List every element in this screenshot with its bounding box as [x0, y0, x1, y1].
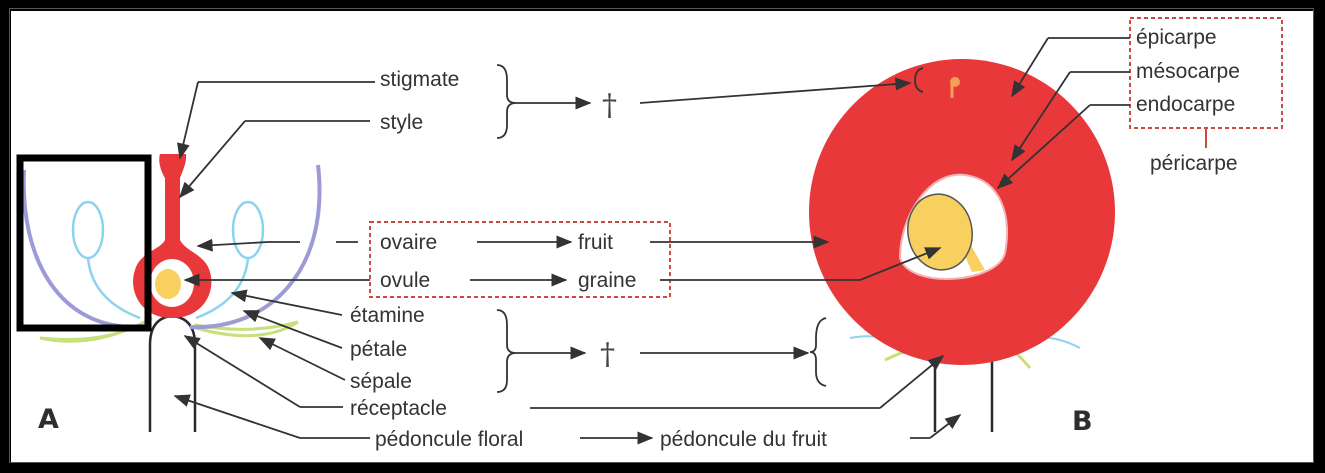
brace-floral-parts — [497, 310, 516, 392]
label-mesocarpe: mésocarpe — [1136, 60, 1240, 83]
stamen-left-filament — [88, 258, 140, 318]
dried-stigma — [950, 77, 960, 87]
label-graine: graine — [578, 269, 636, 292]
label-petale: pétale — [350, 338, 407, 361]
panel-label-a: A — [38, 404, 59, 435]
label-receptacle: réceptacle — [350, 397, 447, 420]
petal-left — [24, 170, 140, 327]
label-pericarpe: péricarpe — [1150, 152, 1238, 175]
label-ovule: ovule — [380, 269, 430, 292]
label-ovaire: ovaire — [380, 231, 437, 254]
dagger-bottom: † — [600, 337, 615, 372]
dagger-top: † — [602, 88, 617, 123]
fruit-drawing — [809, 59, 1115, 432]
label-style: style — [380, 111, 423, 134]
label-pedoncule-floral: pédoncule floral — [375, 428, 523, 451]
label-sepale: sépale — [350, 370, 412, 393]
floral-peduncle — [150, 316, 195, 432]
stamen-right-anther — [233, 202, 263, 258]
label-fruit: fruit — [578, 231, 613, 254]
ovule — [155, 269, 181, 299]
brace-fruit-bottom — [810, 318, 826, 386]
panel-label-b: B — [1072, 406, 1093, 437]
stamen-left-anther — [73, 202, 103, 258]
label-etamine: étamine — [350, 304, 425, 327]
label-pedoncule-fruit: pédoncule du fruit — [660, 428, 827, 451]
sepal-right — [196, 322, 298, 336]
label-stigmate: stigmate — [380, 68, 459, 91]
highlight-box — [20, 158, 148, 328]
label-endocarpe: endocarpe — [1136, 93, 1235, 116]
label-epicarpe: épicarpe — [1136, 26, 1217, 49]
brace-stigma-style — [497, 65, 516, 138]
